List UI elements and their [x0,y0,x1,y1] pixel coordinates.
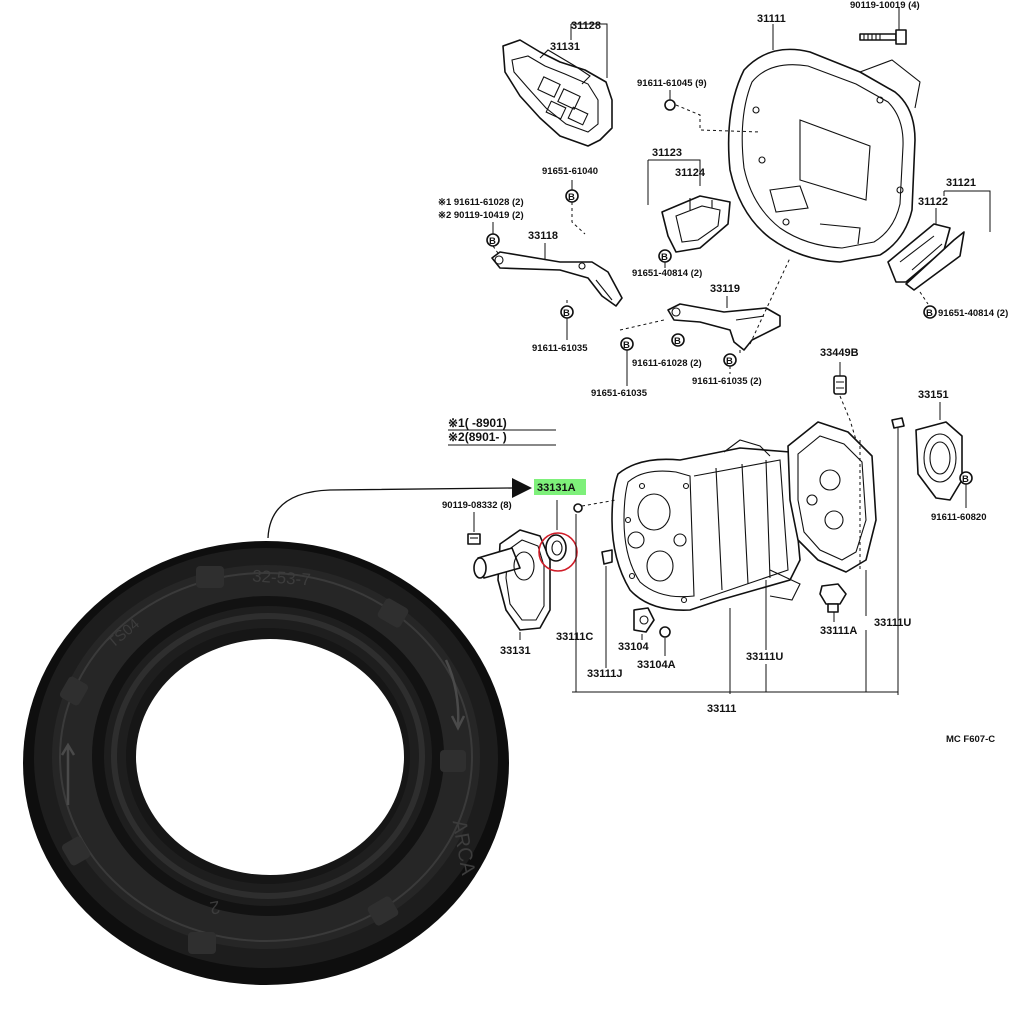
notes-block: ※1( -8901) ※2(8901- ) [448,416,556,446]
label-31124: 31124 [675,167,706,179]
retainer-33151 [915,421,963,501]
bolt-mark: B [563,308,570,319]
label-31123: 31123 [652,147,682,159]
label-33118: 33118 [528,230,558,242]
bolt-mark: B [674,336,681,347]
label-90119-08332: 90119-08332 (8) [442,500,512,511]
cover-plate-31128 [502,39,613,147]
bolt-mark: B [623,340,630,351]
label-90119-10419: ※2 90119-10419 (2) [438,210,524,221]
label-91651-40814-a: 91651-40814 (2) [632,268,702,279]
highlight-box [534,479,586,495]
label-33104: 33104 [618,641,649,653]
lever-33119 [667,303,781,351]
label-91651-61035: 91651-61035 [591,388,648,399]
label-31121: 31121 [946,177,976,189]
note-1: ※1( -8901) [448,416,507,430]
boot-31124 [661,195,731,253]
clutch-housing-31111 [727,48,921,263]
pointer-arrowhead [512,478,532,498]
bolt-90119-10019 [859,29,907,45]
lever-33118 [491,251,623,307]
label-33131: 33131 [500,645,531,657]
label-33111-bottom: 33111 [707,703,736,715]
plug-33104 [633,607,655,633]
note-2: ※2(8901- ) [448,430,507,444]
label-33111u-b: 33111U [874,617,911,629]
cover-31121 [887,223,965,291]
label-91611-61045: 91611-61045 (9) [637,78,707,89]
label-33119: 33119 [710,283,740,295]
label-33131a: 33131A [537,482,576,494]
label-33111a: 33111A [820,625,857,637]
label-31131: 31131 [550,41,580,53]
label-31128: 31128 [571,20,601,32]
label-31122: 31122 [918,196,948,208]
label-91611-60820: 91611-60820 [931,512,986,523]
label-33111u-a: 33111U [746,651,783,663]
label-91651-61040: 91651-61040 [542,166,598,177]
bolt-mark: B [962,474,969,485]
label-33111c: 33111C [556,631,593,643]
callout-circle [538,532,578,572]
label-31111-top: 31111 [757,13,786,25]
label-33449b: 33449B [820,347,859,359]
label-91651-40814-b: 91651-40814 (2) [938,308,1008,319]
plug-33449b [833,375,847,395]
seal-marking-size: 32-53-7 [252,566,312,589]
label-33111j: 33111J [587,668,623,680]
seal-marking-number: 2 [208,897,221,918]
label-91611-61035-a: 91611-61035 [532,343,588,354]
label-33151: 33151 [918,389,949,401]
bolt-mark: B [926,308,933,319]
bolt-mark: B [726,356,733,367]
bolt-mark: B [661,252,668,263]
plug-33111a [819,583,847,613]
pointer-line [267,487,513,539]
label-90119-10019: 90119-10019 (4) [850,0,920,11]
bolt-90119-08332 [467,533,481,545]
label-91611-61028-b: 91611-61028 (2) [632,358,702,369]
bolt-mark: B [489,236,496,247]
transmission-case-33111 [611,439,801,611]
oil-seal-photo [23,541,509,985]
label-91611-61028-a: ※1 91611-61028 (2) [438,197,524,208]
label-33104a: 33104A [637,659,676,671]
diagram-code: MC F607-C [946,734,995,745]
label-91611-61035-b: 91611-61035 (2) [692,376,762,387]
bolt-mark: B [568,192,575,203]
oil-seal-33131a-diagram [545,534,567,562]
front-bearing-retainer-33131 [473,529,551,631]
extension-housing-33111u [787,421,877,573]
